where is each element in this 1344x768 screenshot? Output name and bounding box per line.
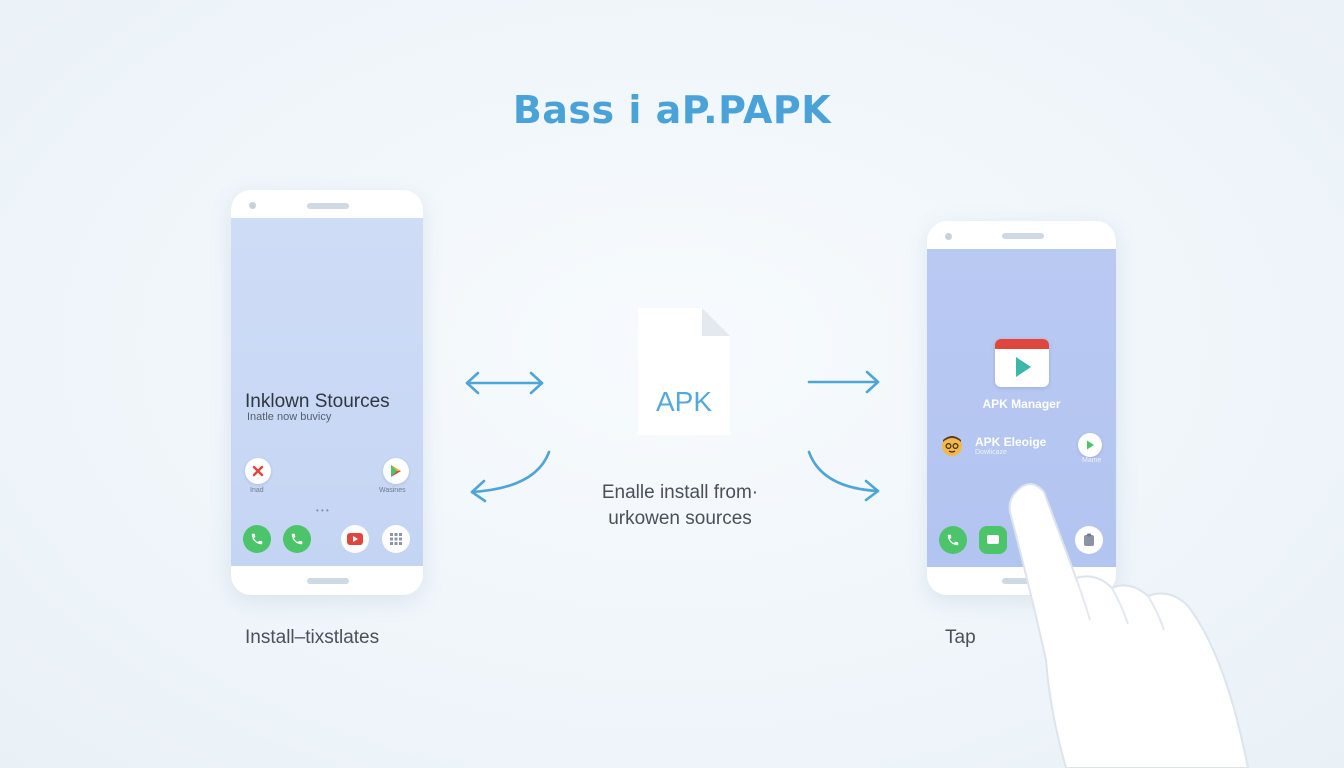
right-arrow-icon [807,370,880,394]
play-icon [1087,440,1094,450]
file-icon [638,308,730,435]
left-caption: Install–tixstlates [245,627,380,648]
play-store-icon [391,465,401,477]
phone-app-icon[interactable] [939,526,967,554]
clipboard-icon [1084,533,1094,546]
right-phone: APK Manager APK Eleoige Dowlicaze Mame [927,221,1116,595]
play-store-label: Wasines [379,487,406,494]
row-install-button[interactable] [1078,433,1102,457]
curved-arrow-back-icon [470,450,551,503]
message-icon [987,535,999,544]
apk-manager-icon[interactable] [995,339,1049,387]
right-phone-screen: APK Manager APK Eleoige Dowlicaze Mame [927,249,1116,567]
home-bar [307,578,349,584]
app-row-subtitle: Dowlicaze [975,449,1007,456]
center-text-line-2: urkowen sources [608,508,752,529]
right-caption: Tap [945,627,976,648]
play-store-button[interactable] [383,458,409,484]
page-dots: • • • [316,506,329,515]
phone-icon [947,534,959,546]
apk-file: APK [638,308,730,435]
center-text-line-1: Enalle install from· [601,482,759,503]
call-app-icon[interactable] [283,525,311,553]
avatar [939,432,965,458]
phone-icon [251,533,263,545]
speaker-bar [1002,233,1044,239]
left-phone: Inklown Stources Inatle now buvicy Inad … [231,190,423,595]
apps-grid-icon-button[interactable] [382,525,410,553]
apk-file-label: APK [655,386,713,417]
apk-manager-label: APK Manager [982,397,1061,411]
app-row-title: APK Eleoige [975,435,1047,449]
close-icon [252,465,264,477]
enable-unknown-sources-text: Enalle install from· urkowen sources [560,480,800,532]
phone-app-icon[interactable] [243,525,271,553]
grid-icon [390,533,402,545]
deny-label: Inad [250,487,264,494]
messages-app-icon[interactable] [979,526,1007,554]
row-action-label: Mame [1082,457,1102,464]
double-arrow-icon [465,371,544,395]
left-phone-screen: Inklown Stources Inatle now buvicy Inad … [231,218,423,566]
play-icon [1016,357,1031,377]
unknown-sources-heading: Inklown Stources [245,391,390,412]
avatar-face-icon [942,436,962,456]
camera-dot [945,233,952,240]
speaker-bar [307,203,349,209]
camera-dot [249,202,256,209]
unknown-sources-subheading: Inatle now buvicy [247,411,332,423]
phone-icon [291,533,303,545]
video-app-icon[interactable] [341,525,369,553]
home-bar [1002,578,1044,584]
diagram-title: Bass i aP.PAPK [512,88,832,132]
clipboard-app-icon[interactable] [1075,526,1103,554]
video-play-icon [347,533,363,545]
curved-arrow-forward-icon [807,450,880,502]
deny-button[interactable] [245,458,271,484]
